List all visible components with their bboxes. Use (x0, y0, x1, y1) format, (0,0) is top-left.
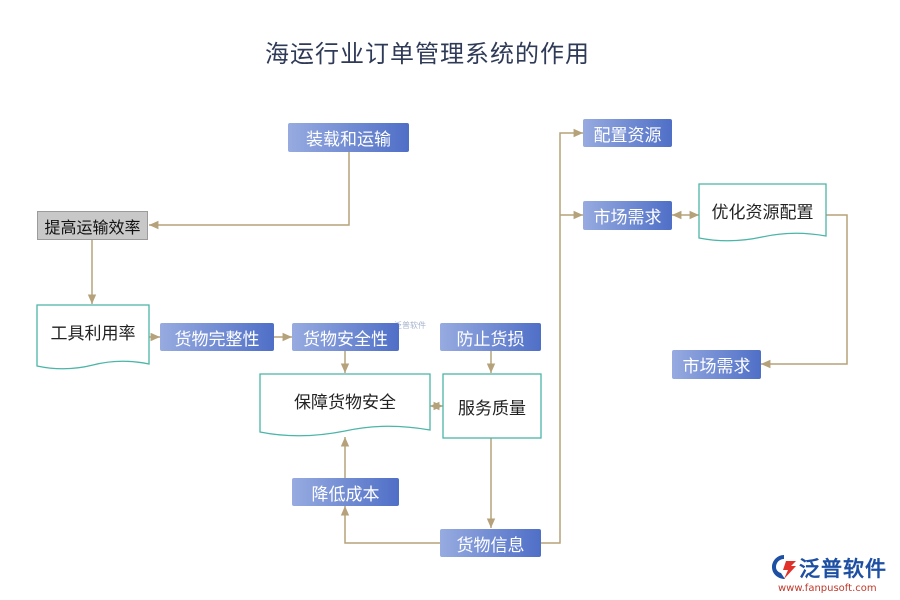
node-tool-utilization: 工具利用率 (37, 305, 149, 365)
connector-optimize-to-demand2 (761, 214, 848, 369)
ensure-safety-doc-shape (259, 373, 431, 437)
service-quality-box (442, 373, 542, 439)
node-optimize-resources: 优化资源配置 (699, 184, 826, 238)
node-cargo-info: 货物信息 (440, 529, 541, 557)
tool-utilization-doc-shape (36, 304, 150, 370)
tool-utilization-label: 工具利用率 (50, 324, 136, 344)
brand-logo: 泛普软件 www.fanpusoft.com (770, 553, 895, 598)
node-allocate-resources: 配置资源 (583, 119, 672, 147)
node-reduce-cost: 降低成本 (292, 478, 399, 506)
connector-info-to-cost (340, 506, 440, 544)
brand-name: 泛普软件 (799, 557, 887, 581)
node-market-demand-1: 市场需求 (583, 201, 672, 230)
connector-info-to-allocate (541, 128, 583, 544)
optimize-resources-doc-shape (698, 183, 827, 242)
watermark-text: 泛普软件 (394, 321, 426, 330)
brand-url: www.fanpusoft.com (778, 583, 877, 594)
node-cargo-integrity: 货物完整性 (160, 323, 274, 351)
node-load-transport: 装载和运输 (288, 123, 409, 152)
node-cargo-security: 货物安全性 (292, 323, 399, 351)
optimize-resources-label: 优化资源配置 (711, 203, 814, 223)
node-improve-efficiency: 提高运输效率 (37, 211, 148, 240)
brand-logo-icon (772, 555, 796, 579)
connector-load-to-efficiency (149, 152, 350, 230)
node-service-quality: 服务质量 (458, 398, 526, 419)
ensure-safety-label: 保障货物安全 (294, 393, 396, 413)
node-ensure-safety: 保障货物安全 (260, 374, 430, 430)
diagram-title: 海运行业订单管理系统的作用 (265, 40, 590, 68)
node-market-demand-2: 市场需求 (672, 350, 761, 379)
node-prevent-damage: 防止货损 (440, 323, 541, 351)
